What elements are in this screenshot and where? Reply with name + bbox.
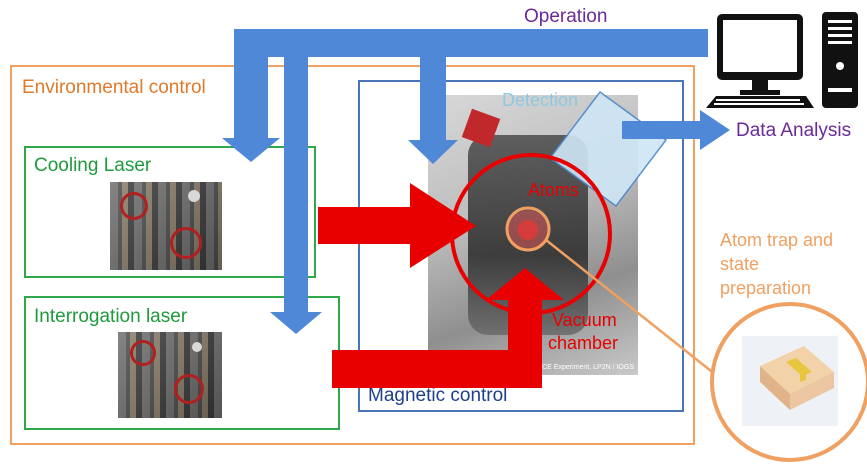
arrow-to-magnetic-control	[408, 29, 458, 164]
operation-bar	[234, 29, 708, 57]
atom-chip-image	[742, 336, 838, 426]
photo-credit: ICE Experiment, LP2N / IOGS	[540, 364, 634, 371]
magnetic-control-box	[358, 80, 684, 412]
atom-trap-label-line2: state	[720, 254, 760, 274]
cooling-laser-box	[24, 146, 316, 278]
atom-trap-label-line3: preparation	[720, 278, 812, 298]
arrow-to-cooling-laser	[222, 29, 280, 162]
interrogation-laser-photo	[118, 332, 222, 418]
environmental-control-label: Environmental control	[22, 77, 206, 98]
atoms-label: Atoms	[528, 180, 580, 200]
vacuum-chamber-label-line2: chamber	[548, 333, 619, 353]
arrow-to-interrogation-laser	[270, 29, 322, 334]
detection-label: Detection	[502, 90, 579, 110]
cooling-laser-label: Cooling Laser	[34, 155, 152, 176]
atoms-cloud-core	[518, 220, 538, 240]
keyboard-icon	[706, 96, 814, 108]
vacuum-chamber-label-line1: Vacuum	[552, 310, 617, 330]
red-arrow-cooling	[318, 183, 476, 268]
cooling-laser-photo	[110, 182, 222, 270]
chamber-circle	[450, 153, 612, 315]
interrogation-laser-label: Interrogation laser	[34, 306, 188, 327]
atom-trap-label-line1: Atom trap and	[720, 230, 834, 250]
atom-trap-highlight-circle	[505, 206, 551, 252]
environmental-control-box	[10, 65, 695, 445]
computer-monitor-icon	[717, 14, 803, 95]
magnetic-control-label: Magnetic control	[368, 385, 508, 406]
arrow-to-data-analysis	[622, 110, 730, 150]
zoom-connector-line	[545, 239, 741, 395]
computer-tower-icon	[822, 12, 858, 108]
operation-label: Operation	[524, 6, 608, 27]
red-arrow-interrogation	[332, 268, 564, 388]
data-analysis-label: Data Analysis	[736, 120, 852, 141]
